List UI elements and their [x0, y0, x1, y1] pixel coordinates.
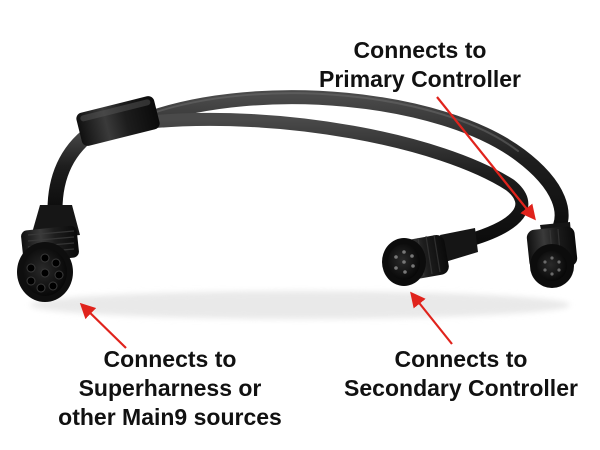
primary-controller-label: Connects to Primary Controller: [300, 36, 540, 94]
main9-label-line-2: Superharness or: [78, 375, 262, 401]
floor-shadow: [30, 291, 570, 319]
primary-label-line-2: Primary Controller: [319, 66, 521, 92]
primary-pointer-arrow: [436, 96, 536, 221]
primary-label-line-1: Connects to: [353, 37, 487, 63]
secondary-connector: [382, 228, 478, 286]
secondary-label-line-1: Connects to: [394, 346, 528, 372]
secondary-controller-label: Connects to Secondary Controller: [330, 345, 592, 403]
main9-source-label: Connects to Superharness or other Main9 …: [20, 345, 320, 432]
primary-connector: [526, 222, 578, 288]
junction-block: [76, 96, 160, 146]
main9-label-line-1: Connects to: [103, 346, 237, 372]
secondary-pointer-arrow: [410, 291, 453, 345]
secondary-cable: [143, 112, 529, 247]
primary-cable-highlight: [149, 92, 519, 152]
secondary-label-line-2: Secondary Controller: [344, 375, 578, 401]
main9-connector: [17, 205, 80, 302]
primary-cable: [143, 90, 569, 242]
main9-pointer-arrow: [79, 302, 127, 349]
main9-label-line-3: other Main9 sources: [58, 404, 282, 430]
